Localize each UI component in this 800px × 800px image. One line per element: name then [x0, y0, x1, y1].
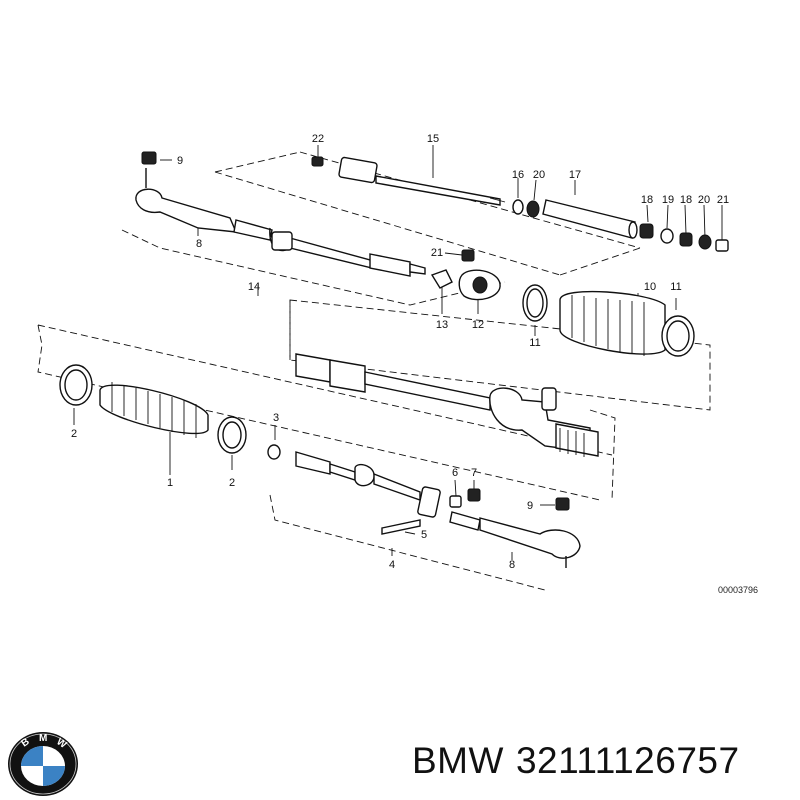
- group-outline-boots: [37, 324, 613, 501]
- label-3: 3: [273, 412, 279, 424]
- part-11-clamp-right: [661, 298, 695, 357]
- logo-letter-m: M: [39, 733, 47, 744]
- part-3-washer: [267, 425, 281, 460]
- label-11-left: 11: [529, 337, 540, 349]
- label-8-upper: 8: [196, 238, 202, 250]
- label-4: 4: [389, 559, 395, 571]
- parts-18-19-18-20-21-fasteners: [639, 204, 729, 252]
- part-labels: 22 15 9 16 20 17 18 19 18 20 21 8 14 21 …: [71, 133, 758, 595]
- label-14: 14: [248, 281, 260, 293]
- label-20-b: 20: [698, 194, 710, 206]
- part-number: 32111126757: [515, 740, 740, 781]
- logo-quadrant: [21, 746, 43, 766]
- part-14-inner-tie-rod-assembly: [257, 227, 426, 296]
- part-11-clamp-upper: [522, 284, 548, 336]
- brand-part-number-caption: BMW 32111126757: [412, 740, 752, 782]
- part-16-washer: [512, 178, 524, 215]
- part-10-boot-right: [559, 290, 666, 356]
- label-9-upper: 9: [177, 155, 183, 167]
- label-11-right: 11: [670, 281, 681, 293]
- part-1-boot-left: [99, 382, 209, 475]
- part-5-bolt: [381, 519, 421, 535]
- diagram-reference-number: 00003796: [718, 585, 758, 595]
- part-15-inner-rod: [338, 145, 506, 206]
- label-6: 6: [452, 467, 458, 479]
- lower-leader-lines: [391, 548, 513, 560]
- group-outline-14: [121, 229, 506, 306]
- part-2-clamp-middle: [217, 416, 247, 470]
- part-13-washer: [430, 269, 453, 314]
- label-18-b: 18: [680, 194, 692, 206]
- bmw-logo: B M W: [8, 732, 78, 796]
- logo-quadrant: [43, 766, 65, 786]
- label-9-lower: 9: [527, 500, 533, 512]
- label-5: 5: [421, 529, 427, 541]
- parts-6-7-nuts: [449, 479, 481, 508]
- part-9-nut-lower: [540, 497, 570, 511]
- label-16: 16: [512, 169, 524, 181]
- brand-name: BMW: [412, 740, 504, 781]
- part-8-tie-rod-end-lower: [449, 511, 581, 568]
- part-4-tie-rod-assembly: [295, 451, 441, 518]
- rack-housing: [295, 353, 599, 457]
- label-19: 19: [662, 194, 674, 206]
- label-7: 7: [471, 467, 477, 479]
- label-1: 1: [167, 477, 173, 489]
- label-17: 17: [569, 169, 581, 181]
- group-outline-4: [269, 494, 546, 591]
- part-22-nut: [311, 145, 324, 167]
- label-2-middle: 2: [229, 477, 235, 489]
- label-2-left: 2: [71, 428, 77, 440]
- part-17-sleeve: [542, 180, 638, 239]
- part-9-nut-upper: [141, 151, 172, 165]
- part-12-bushing: [458, 269, 501, 314]
- label-8-lower: 8: [509, 559, 515, 571]
- label-10: 10: [644, 281, 656, 293]
- label-22: 22: [312, 133, 324, 145]
- label-18-a: 18: [641, 194, 653, 206]
- part-2-clamp-left: [59, 364, 93, 425]
- label-21-mid: 21: [431, 247, 443, 259]
- part-20-ring: [526, 179, 540, 218]
- label-21-right: 21: [717, 194, 729, 206]
- label-12: 12: [472, 319, 484, 331]
- label-20-upper: 20: [533, 169, 545, 181]
- part-21-nut-mid: [444, 249, 475, 262]
- part-8-tie-rod-end-upper: [135, 168, 273, 241]
- label-13: 13: [436, 319, 448, 331]
- label-15: 15: [427, 133, 439, 145]
